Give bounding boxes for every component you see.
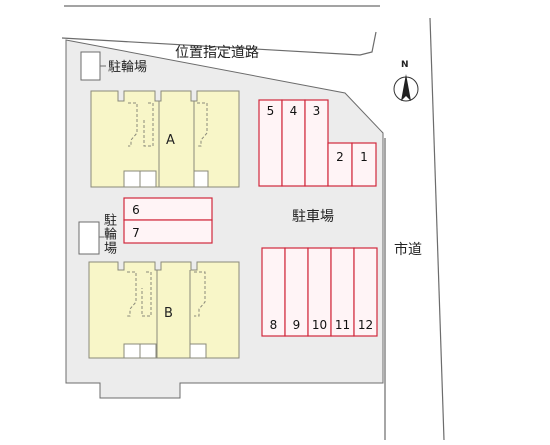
- parking-space-7: 7: [132, 226, 140, 240]
- bike-parking-left: [78, 221, 100, 255]
- parking-top-block: [258, 99, 377, 187]
- building-a: [90, 90, 240, 188]
- building-a-label: A: [166, 133, 175, 148]
- city-road-right-edge: [429, 17, 445, 441]
- parking-bottom-block: [261, 247, 378, 337]
- bike-parking-top: [80, 51, 101, 81]
- parking-space-11: 11: [334, 318, 351, 332]
- north-arrow-icon: [393, 74, 419, 102]
- parking-space-8: 8: [269, 318, 278, 332]
- parking-space-5: 5: [266, 104, 275, 118]
- building-b-label: B: [164, 306, 173, 321]
- parking-lot-label: 駐車場: [292, 209, 334, 225]
- north-label: N: [401, 60, 409, 70]
- parking-space-2: 2: [336, 150, 344, 164]
- parking-space-12: 12: [357, 318, 374, 332]
- parking-space-3: 3: [312, 104, 321, 118]
- parking-space-4: 4: [289, 104, 298, 118]
- parking-space-9: 9: [292, 318, 301, 332]
- top-road-edge-lower: [61, 31, 377, 56]
- parking-space-10: 10: [311, 318, 328, 332]
- city-road-label: 市道: [394, 242, 422, 258]
- parking-space-1: 1: [360, 150, 368, 164]
- parking-middle-block: [123, 197, 213, 244]
- building-b: [88, 261, 240, 359]
- road-label-top: 位置指定道路: [175, 45, 259, 61]
- bike-parking-label-top: 駐輪場: [108, 60, 148, 75]
- bike-parking-label-left: 駐輪場: [101, 213, 116, 255]
- parking-space-6: 6: [132, 203, 140, 217]
